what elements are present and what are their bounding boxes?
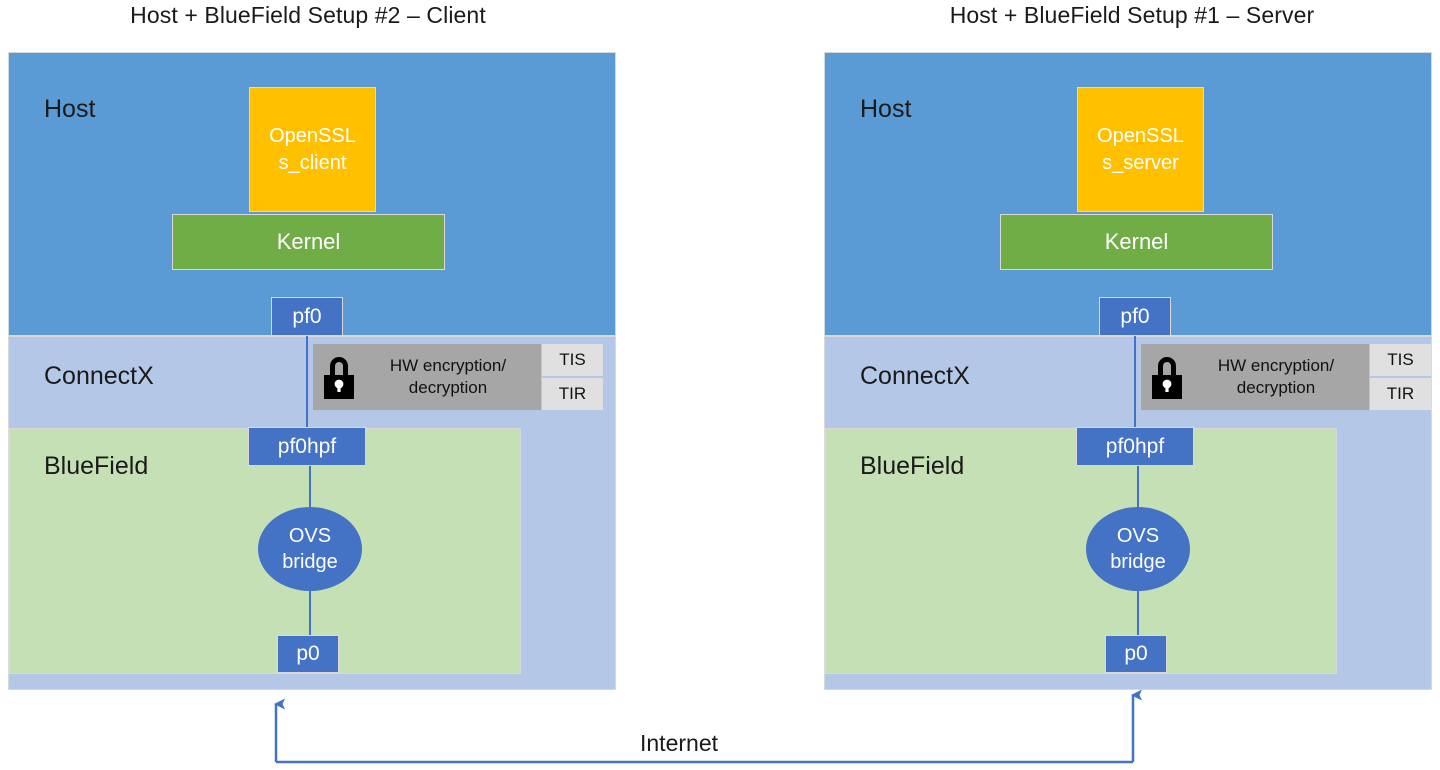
hw-crypto-box-client: HW encryption/ decryption [313, 344, 541, 410]
layer-label-bluefield-client: BlueField [44, 452, 149, 480]
port-p0-server: p0 [1105, 635, 1167, 673]
hw-crypto-text-server: HW encryption/ decryption [1187, 355, 1369, 399]
panel-title-client: Host + BlueField Setup #2 – Client [130, 2, 486, 28]
hw-crypto-line1: HW encryption/ [1217, 356, 1335, 375]
ovs-bridge-server: OVS bridge [1086, 507, 1190, 591]
tir-label: TIR [558, 384, 587, 403]
port-pf0hpf-label: pf0hpf [1105, 434, 1165, 458]
internet-label: Internet [640, 730, 718, 756]
layer-label-host-server: Host [860, 95, 912, 123]
openssl-server-box: OpenSSL s_server [1077, 87, 1204, 212]
connector-pf0-to-pf0hpf-client [306, 332, 308, 432]
hw-crypto-text-client: HW encryption/ decryption [359, 355, 541, 399]
connector-pf0hpf-to-ovs-server [1137, 464, 1139, 512]
openssl-client-box: OpenSSL s_client [249, 87, 376, 212]
layer-label-connectx-client: ConnectX [44, 362, 154, 390]
tir-box-server: TIR [1370, 378, 1431, 410]
panel-title-server: Host + BlueField Setup #1 – Server [949, 2, 1315, 28]
openssl-label-line2: s_client [278, 151, 347, 174]
tir-box-client: TIR [542, 378, 603, 410]
connector-ovs-to-p0-server [1137, 586, 1139, 638]
ovs-label-line1: OVS [288, 525, 332, 547]
tis-label: TIS [1387, 350, 1414, 369]
kernel-box-client: Kernel [172, 214, 445, 270]
tis-box-client: TIS [542, 344, 603, 376]
lock-icon [1152, 357, 1182, 399]
kernel-label: Kernel [276, 229, 341, 254]
ovs-bridge-client: OVS bridge [258, 507, 362, 591]
port-pf0-label: pf0 [1120, 304, 1150, 328]
layer-label-connectx-server: ConnectX [860, 362, 970, 390]
ovs-label-line1: OVS [1116, 525, 1160, 547]
hw-crypto-line1: HW encryption/ [389, 356, 507, 375]
connector-pf0hpf-to-ovs-client [309, 464, 311, 512]
port-pf0hpf-label: pf0hpf [277, 434, 337, 458]
openssl-label-line1: OpenSSL [1097, 124, 1184, 147]
port-pf0-label: pf0 [292, 304, 322, 328]
panel-server: Host ConnectX BlueField OpenSSL s_server… [824, 52, 1432, 690]
connector-pf0-to-pf0hpf-server [1134, 332, 1136, 432]
hw-crypto-box-server: HW encryption/ decryption [1141, 344, 1369, 410]
ovs-label-line2: bridge [1110, 551, 1166, 573]
port-pf0-client: pf0 [271, 297, 343, 336]
layer-label-host-client: Host [44, 95, 96, 123]
tir-label: TIR [1386, 384, 1415, 403]
port-pf0hpf-client: pf0hpf [248, 427, 366, 466]
lock-icon [324, 357, 354, 399]
openssl-label-line2: s_server [1102, 151, 1179, 174]
port-p0-label: p0 [1124, 642, 1148, 665]
kernel-box-server: Kernel [1000, 214, 1273, 270]
kernel-label: Kernel [1104, 229, 1169, 254]
ovs-label-line2: bridge [282, 551, 338, 573]
port-p0-client: p0 [277, 635, 339, 673]
connector-ovs-to-p0-client [309, 586, 311, 638]
port-pf0-server: pf0 [1099, 297, 1171, 336]
openssl-label-line1: OpenSSL [269, 124, 356, 147]
hw-crypto-line2: decryption [1236, 378, 1316, 397]
panel-client: Host ConnectX BlueField OpenSSL s_client… [8, 52, 616, 690]
port-pf0hpf-server: pf0hpf [1076, 427, 1194, 466]
layer-label-bluefield-server: BlueField [860, 452, 965, 480]
tis-label: TIS [559, 350, 586, 369]
port-p0-label: p0 [296, 642, 320, 665]
hw-crypto-line2: decryption [408, 378, 488, 397]
tis-box-server: TIS [1370, 344, 1431, 376]
